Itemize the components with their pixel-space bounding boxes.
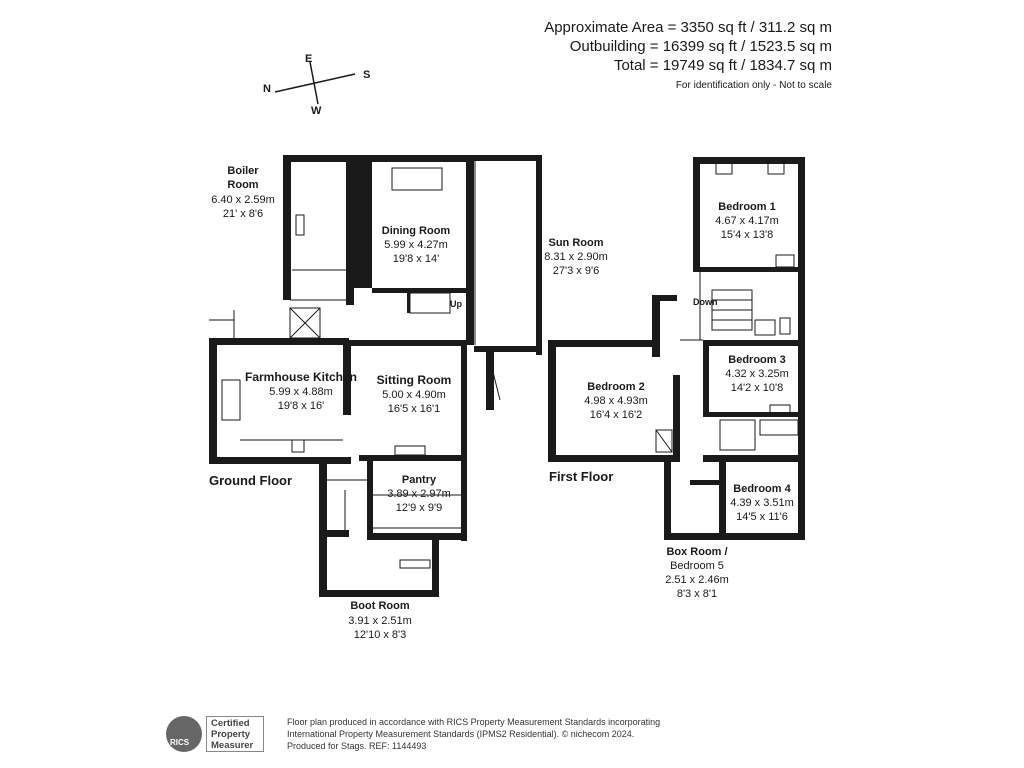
boot-room-metric: 3.91 x 2.51m (348, 615, 412, 627)
approx-area-text: Approximate Area = 3350 sq ft / 311.2 sq… (544, 19, 832, 36)
sun-room-name: Sun Room (549, 237, 604, 249)
rics-badge-icon: RICS (166, 716, 202, 752)
footer-line-3: Produced for Stags. REF: 1144493 (287, 741, 427, 751)
compass-e: E (305, 53, 312, 65)
bedroom-1-name: Bedroom 1 (718, 201, 775, 213)
bedroom-3-metric: 4.32 x 3.25m (725, 368, 789, 380)
bedroom-3-imperial: 14'2 x 10'8 (731, 382, 784, 394)
footer-note: Floor plan produced in accordance with R… (287, 716, 707, 752)
first-floor-walls (548, 157, 805, 540)
sitting-room-name: Sitting Room (377, 373, 452, 387)
first-floor-label: First Floor (549, 469, 613, 484)
outbuilding-area-text: Outbuilding = 16399 sq ft / 1523.5 sq m (570, 38, 832, 55)
boiler-room-name-1: Boiler (227, 165, 259, 177)
total-area-text: Total = 19749 sq ft / 1834.7 sq m (614, 57, 832, 74)
pantry-name: Pantry (402, 474, 437, 486)
sun-room-imperial: 27'3 x 9'6 (553, 265, 599, 277)
bedroom-2-metric: 4.98 x 4.93m (584, 395, 648, 407)
boot-room-name: Boot Room (350, 600, 409, 612)
rics-certified-box: Certified Property Measurer (206, 716, 264, 752)
rics-line-1: Certified (211, 718, 250, 729)
bedroom-2-imperial: 16'4 x 16'2 (590, 409, 643, 421)
bedroom-4-name: Bedroom 4 (733, 483, 791, 495)
sitting-room-imperial: 16'5 x 16'1 (388, 403, 441, 415)
compass-icon: N S E W (263, 53, 370, 117)
dining-room-imperial: 19'8 x 14' (393, 253, 439, 265)
disclaimer-text: For identification only - Not to scale (676, 80, 833, 91)
box-room-metric: 2.51 x 2.46m (665, 574, 729, 586)
footer-line-1: Floor plan produced in accordance with R… (287, 717, 661, 727)
compass-s: S (363, 69, 370, 81)
pantry-metric: 3.89 x 2.97m (387, 488, 451, 500)
kitchen-imperial: 19'8 x 16' (278, 400, 324, 412)
ground-floor-walls (209, 155, 542, 597)
boiler-room-name-2: Room (227, 179, 258, 191)
ground-floor-fixtures (209, 160, 501, 569)
box-room-imperial: 8'3 x 8'1 (677, 588, 717, 600)
stairs-down-label: Down (693, 297, 718, 307)
boiler-room-metric: 6.40 x 2.59m (211, 194, 275, 206)
ground-floor-label: Ground Floor (209, 473, 292, 488)
box-room-name-1: Box Room / (666, 546, 727, 558)
bedroom-2-name: Bedroom 2 (587, 381, 644, 393)
bedroom-1-imperial: 15'4 x 13'8 (721, 229, 774, 241)
stairs-up-label: Up (450, 299, 462, 309)
dining-room-metric: 5.99 x 4.27m (384, 239, 448, 251)
bedroom-4-imperial: 14'5 x 11'6 (736, 511, 788, 523)
boiler-room-imperial: 21' x 8'6 (223, 208, 263, 220)
rics-line-2: Property (211, 729, 251, 740)
compass-n: N (263, 83, 271, 95)
sun-room-metric: 8.31 x 2.90m (544, 251, 608, 263)
box-room-name-2: Bedroom 5 (670, 560, 724, 572)
first-floor-fixtures (655, 161, 799, 453)
compass-w: W (311, 105, 322, 117)
dining-room-name: Dining Room (382, 225, 451, 237)
kitchen-metric: 5.99 x 4.88m (269, 386, 333, 398)
boot-room-imperial: 12'10 x 8'3 (354, 629, 407, 641)
kitchen-name: Farmhouse Kitchen (245, 370, 357, 384)
bedroom-4-metric: 4.39 x 3.51m (730, 497, 794, 509)
rics-logo: RICS Certified Property Measurer (166, 716, 266, 754)
bedroom-1-metric: 4.67 x 4.17m (715, 215, 779, 227)
sitting-room-metric: 5.00 x 4.90m (382, 389, 446, 401)
bedroom-3-name: Bedroom 3 (728, 354, 785, 366)
pantry-imperial: 12'9 x 9'9 (396, 502, 442, 514)
footer-line-2: International Property Measurement Stand… (287, 729, 635, 739)
rics-line-3: Measurer (211, 740, 254, 751)
rics-badge-text: RICS (170, 738, 190, 747)
